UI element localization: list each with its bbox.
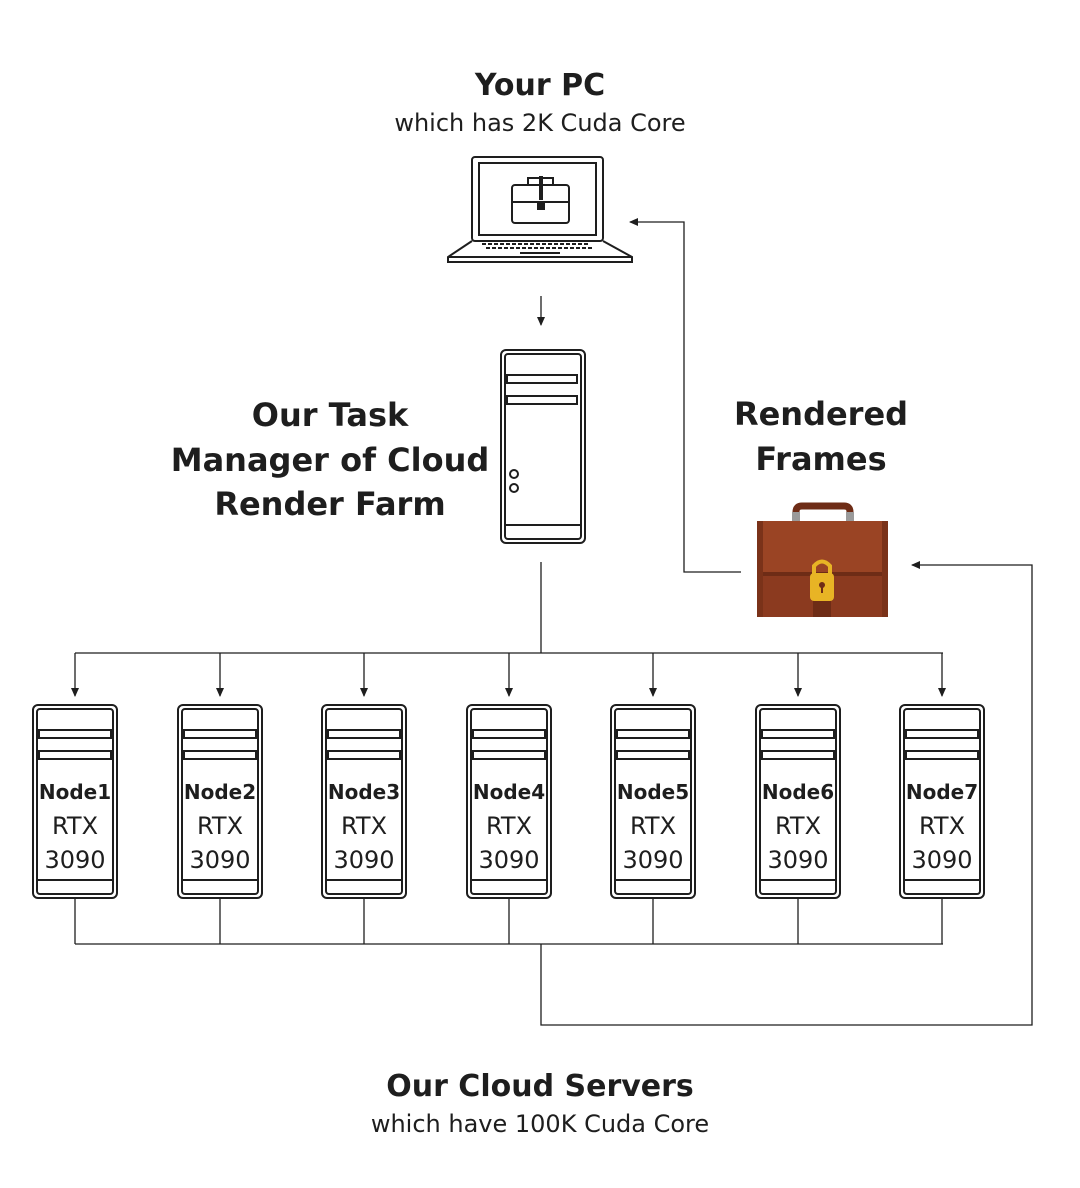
server-tower-icon xyxy=(610,704,696,899)
rendered-frames-line-1: Rendered xyxy=(734,395,908,433)
node-gpu-label: RTX xyxy=(52,812,98,840)
node-gpu-label: RTX xyxy=(341,812,387,840)
server-tower-icon xyxy=(899,704,985,899)
server-tower-icon xyxy=(755,704,841,899)
node-name-label: Node2 xyxy=(184,780,256,804)
screen-briefcase-icon xyxy=(511,176,570,224)
node-model-label: 3090 xyxy=(911,846,972,874)
task-manager-server-icon xyxy=(500,349,586,544)
node-gpu-label: RTX xyxy=(775,812,821,840)
node-servers: Node1RTX3090Node2RTX3090Node3RTX3090Node… xyxy=(32,653,985,944)
server-tower-icon xyxy=(321,704,407,899)
rendered-frames-line-2: Frames xyxy=(755,440,886,478)
node-gpu-label: RTX xyxy=(919,812,965,840)
node-name-label: Node1 xyxy=(39,780,111,804)
task-manager-label: Our Task Manager of Cloud Render Farm xyxy=(171,396,490,523)
task-manager-line-2: Manager of Cloud xyxy=(171,441,490,479)
node-name-label: Node4 xyxy=(473,780,545,804)
arrow-frames-to-pc xyxy=(629,218,741,573)
node-gpu-label: RTX xyxy=(630,812,676,840)
node-name-label: Node5 xyxy=(617,780,689,804)
rendered-frames-briefcase-icon xyxy=(757,502,888,617)
your-pc-subtitle: which has 2K Cuda Core xyxy=(394,109,685,137)
node-model-label: 3090 xyxy=(44,846,105,874)
server-tower-icon xyxy=(32,704,118,899)
arrow-servers-to-frames xyxy=(540,561,1033,1026)
cloud-servers-subtitle: which have 100K Cuda Core xyxy=(371,1110,709,1138)
node-model-label: 3090 xyxy=(622,846,683,874)
node-gpu-label: RTX xyxy=(197,812,243,840)
task-manager-line-3: Render Farm xyxy=(214,485,445,523)
cloud-servers-title: Our Cloud Servers xyxy=(386,1069,694,1104)
server-tower-icon xyxy=(466,704,552,899)
task-manager-line-1: Our Task xyxy=(252,396,409,434)
node-model-label: 3090 xyxy=(189,846,250,874)
server-tower-icon xyxy=(177,704,263,899)
laptop-icon xyxy=(447,156,633,263)
your-pc-title: Your PC xyxy=(474,68,605,103)
node-name-label: Node3 xyxy=(328,780,400,804)
node-model-label: 3090 xyxy=(478,846,539,874)
node-name-label: Node6 xyxy=(762,780,834,804)
node-model-label: 3090 xyxy=(333,846,394,874)
node-name-label: Node7 xyxy=(906,780,978,804)
node-model-label: 3090 xyxy=(767,846,828,874)
rendered-frames-label: Rendered Frames xyxy=(734,395,908,478)
node-gpu-label: RTX xyxy=(486,812,532,840)
